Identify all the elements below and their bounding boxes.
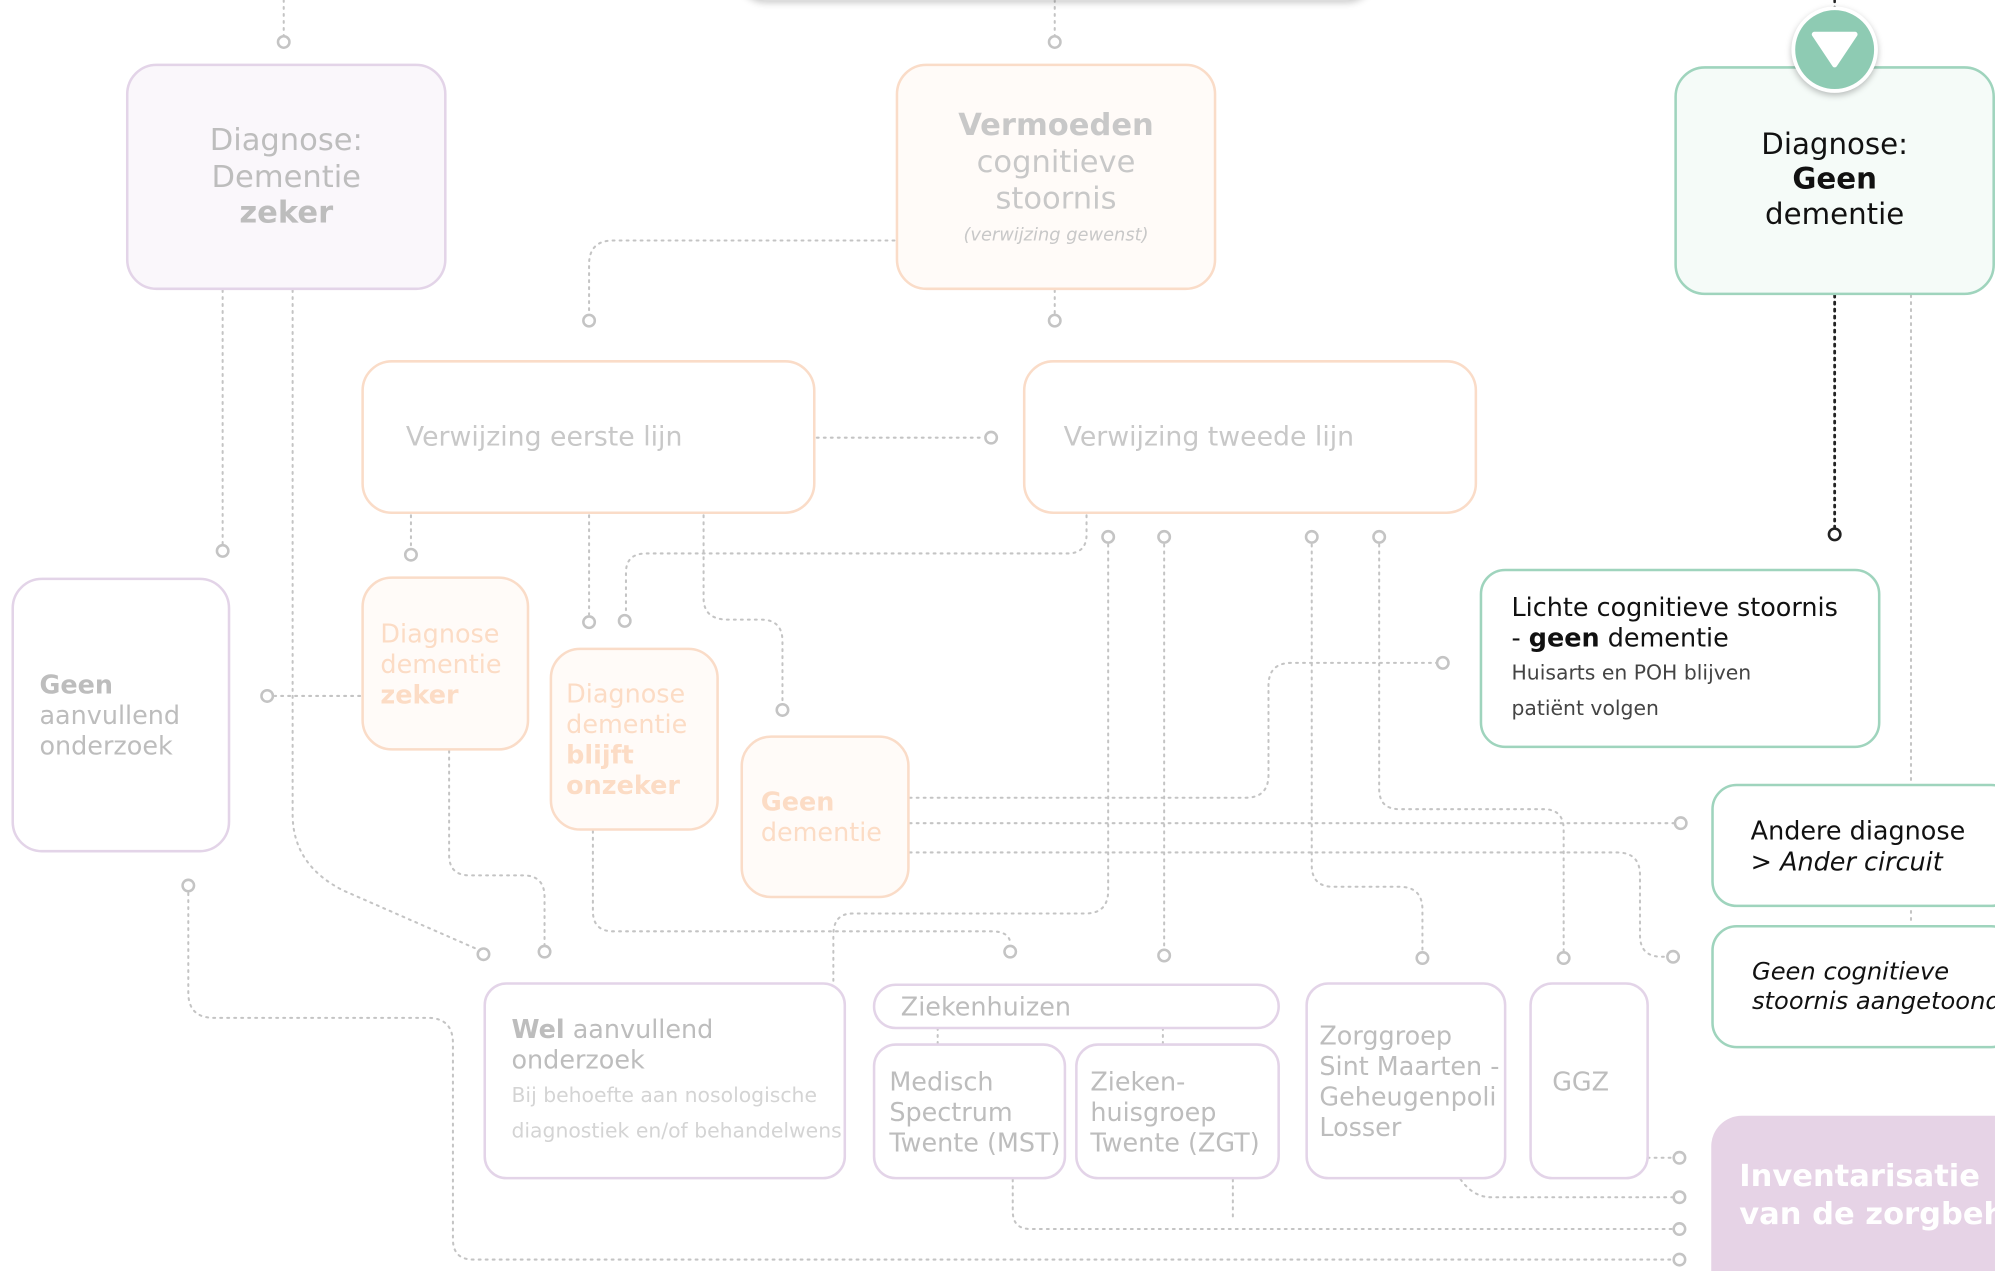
node-mild-cognitive-dash: - — [1511, 622, 1529, 654]
node-no-cognitive-line2: stoornis aangetoond — [1751, 986, 1995, 1015]
node-hospitals[interactable]: Ziekenhuizen — [872, 983, 1280, 1030]
node-no-dementia-line2: Geen — [1792, 163, 1877, 197]
node-hospitals-label: Ziekenhuizen — [900, 991, 1072, 1022]
node-extra-research[interactable]: Wel aanvullend onderzoek Bij behoefte aa… — [483, 982, 847, 1180]
node-other-diagnosis-prefix: > — [1750, 845, 1781, 876]
node-no-dementia-line1: Diagnose: — [1761, 128, 1909, 162]
node-suspicion[interactable]: Vermoeden cognitieve stoornis (verwijzin… — [895, 63, 1217, 291]
node-dx-uncertain[interactable]: Diagnose dementie blijft onzeker — [549, 647, 719, 831]
node-extra-research-rest: aanvullend — [564, 1014, 714, 1045]
node-ggz-label: GGZ — [1552, 1065, 1610, 1097]
node-no-dementia-line3: dementie — [1765, 198, 1905, 232]
node-extra-research-line2: onderzoek — [511, 1044, 645, 1076]
node-mst-line2: Spectrum — [889, 1096, 1013, 1127]
node-no-dementia[interactable]: Diagnose: Geen dementie — [1674, 66, 1995, 296]
node-inventory-line2: van de zorgbehoefte — [1739, 1195, 1995, 1232]
node-zorggroep-line1: Zorggroep — [1319, 1019, 1452, 1051]
node-suspicion-line1: Vermoeden — [958, 107, 1154, 144]
node-no-cognitive[interactable]: Geen cognitieve stoornis aangetoond — [1711, 924, 1995, 1049]
node-dementia-certain-line2: Dementie — [211, 158, 361, 195]
node-inventory-text: Inventarisatie van de zorgbehoefte — [1739, 1157, 1995, 1233]
node-dx-uncertain-line1: Diagnose — [566, 678, 686, 709]
node-extra-research-note1: Bij behoefte aan nosologische — [511, 1083, 817, 1108]
node-inventory[interactable]: Inventarisatie van de zorgbehoefte — [1711, 1115, 1995, 1271]
node-dx-uncertain-line2: dementie — [566, 708, 688, 740]
node-other-diagnosis-italic: Ander circuit — [1780, 845, 1943, 876]
node-mild-cognitive-line2: - geen dementie — [1511, 623, 1728, 654]
node-suspicion-line2: cognitieve — [976, 144, 1136, 180]
node-no-dementia-small[interactable]: Geen dementie — [740, 735, 910, 899]
node-zorggroep-line4: Losser — [1319, 1111, 1402, 1142]
node-no-dementia-small-line2: dementie — [760, 816, 882, 848]
node-mst-line1: Medisch — [889, 1065, 994, 1097]
node-extra-research-line1: Wel aanvullend — [511, 1014, 713, 1045]
node-referral-second-label: Verwijzing tweede lijn — [1063, 421, 1355, 452]
node-dx-certain-small-line1: Diagnose — [380, 617, 500, 649]
node-referral-second[interactable]: Verwijzing tweede lijn — [1022, 360, 1478, 515]
node-dementia-certain-line1: Diagnose: — [209, 121, 363, 158]
triangle-down-icon — [1811, 31, 1858, 68]
node-dementia-certain[interactable]: Diagnose: Dementie zeker — [125, 63, 447, 291]
node-dx-certain-small-line3: zeker — [380, 678, 459, 710]
collapse-toggle-button[interactable] — [1791, 6, 1878, 93]
node-other-diagnosis[interactable]: Andere diagnose > Ander circuit — [1711, 783, 1995, 908]
node-mild-cognitive-note2: patiënt volgen — [1511, 695, 1659, 720]
node-mild-cognitive-note1: Huisarts en POH blijven — [1511, 660, 1752, 685]
node-mst-line3: Twente (MST) — [889, 1126, 1061, 1158]
node-zorggroep-line2: Sint Maarten - — [1319, 1050, 1500, 1081]
node-mild-cognitive-line1: Lichte cognitieve stoornis — [1511, 592, 1838, 623]
node-other-diagnosis-line2: > Ander circuit — [1751, 845, 1943, 876]
node-zorggroep[interactable]: Zorggroep Sint Maarten - Geheugenpoli Lo… — [1305, 982, 1507, 1180]
node-dx-certain-small[interactable]: Diagnose dementie zeker — [361, 576, 530, 751]
node-zgt-line1: Zieken- — [1090, 1065, 1186, 1097]
node-ggz[interactable]: GGZ — [1529, 982, 1649, 1180]
node-no-extra-research-bold: Geen — [39, 669, 113, 700]
node-extra-research-note2: diagnostiek en/of behandelwens — [511, 1117, 842, 1142]
node-zorggroep-line3: Geheugenpoli — [1319, 1080, 1497, 1112]
node-suspicion-line3: stoornis — [995, 180, 1117, 217]
node-mild-cognitive-bold: geen — [1528, 622, 1600, 654]
node-referral-first[interactable]: Verwijzing eerste lijn — [361, 360, 816, 515]
node-suspicion-note: (verwijzing gewenst) — [963, 224, 1149, 246]
node-dementia-certain-line3: zeker — [239, 195, 334, 231]
node-extra-research-bold: Wel — [511, 1014, 565, 1045]
node-dx-uncertain-line3: blijft — [566, 739, 634, 770]
node-mild-cognitive-rest: dementie — [1599, 622, 1729, 654]
node-no-dementia-small-line1: Geen — [760, 786, 835, 817]
node-referral-first-label: Verwijzing eerste lijn — [405, 421, 683, 452]
node-mild-cognitive[interactable]: Lichte cognitieve stoornis - geen dement… — [1479, 568, 1881, 749]
node-zgt-line2: huisgroep — [1090, 1096, 1217, 1127]
node-no-cognitive-line1: Geen cognitieve — [1751, 957, 1950, 986]
node-zgt-line3: Twente (ZGT) — [1090, 1126, 1260, 1158]
node-mst[interactable]: Medisch Spectrum Twente (MST) — [872, 1043, 1067, 1180]
node-no-extra-research[interactable]: Geen aanvullend onderzoek — [11, 577, 231, 853]
node-no-extra-research-line3: onderzoek — [39, 730, 173, 761]
node-zgt[interactable]: Zieken- huisgroep Twente (ZGT) — [1075, 1043, 1280, 1180]
node-inventory-line1: Inventarisatie — [1739, 1157, 1980, 1194]
node-no-extra-research-line2: aanvullend — [39, 699, 181, 731]
node-other-diagnosis-line1: Andere diagnose — [1750, 814, 1966, 846]
node-dx-certain-small-line2: dementie — [380, 648, 502, 679]
node-dx-uncertain-line4: onzeker — [566, 769, 680, 801]
